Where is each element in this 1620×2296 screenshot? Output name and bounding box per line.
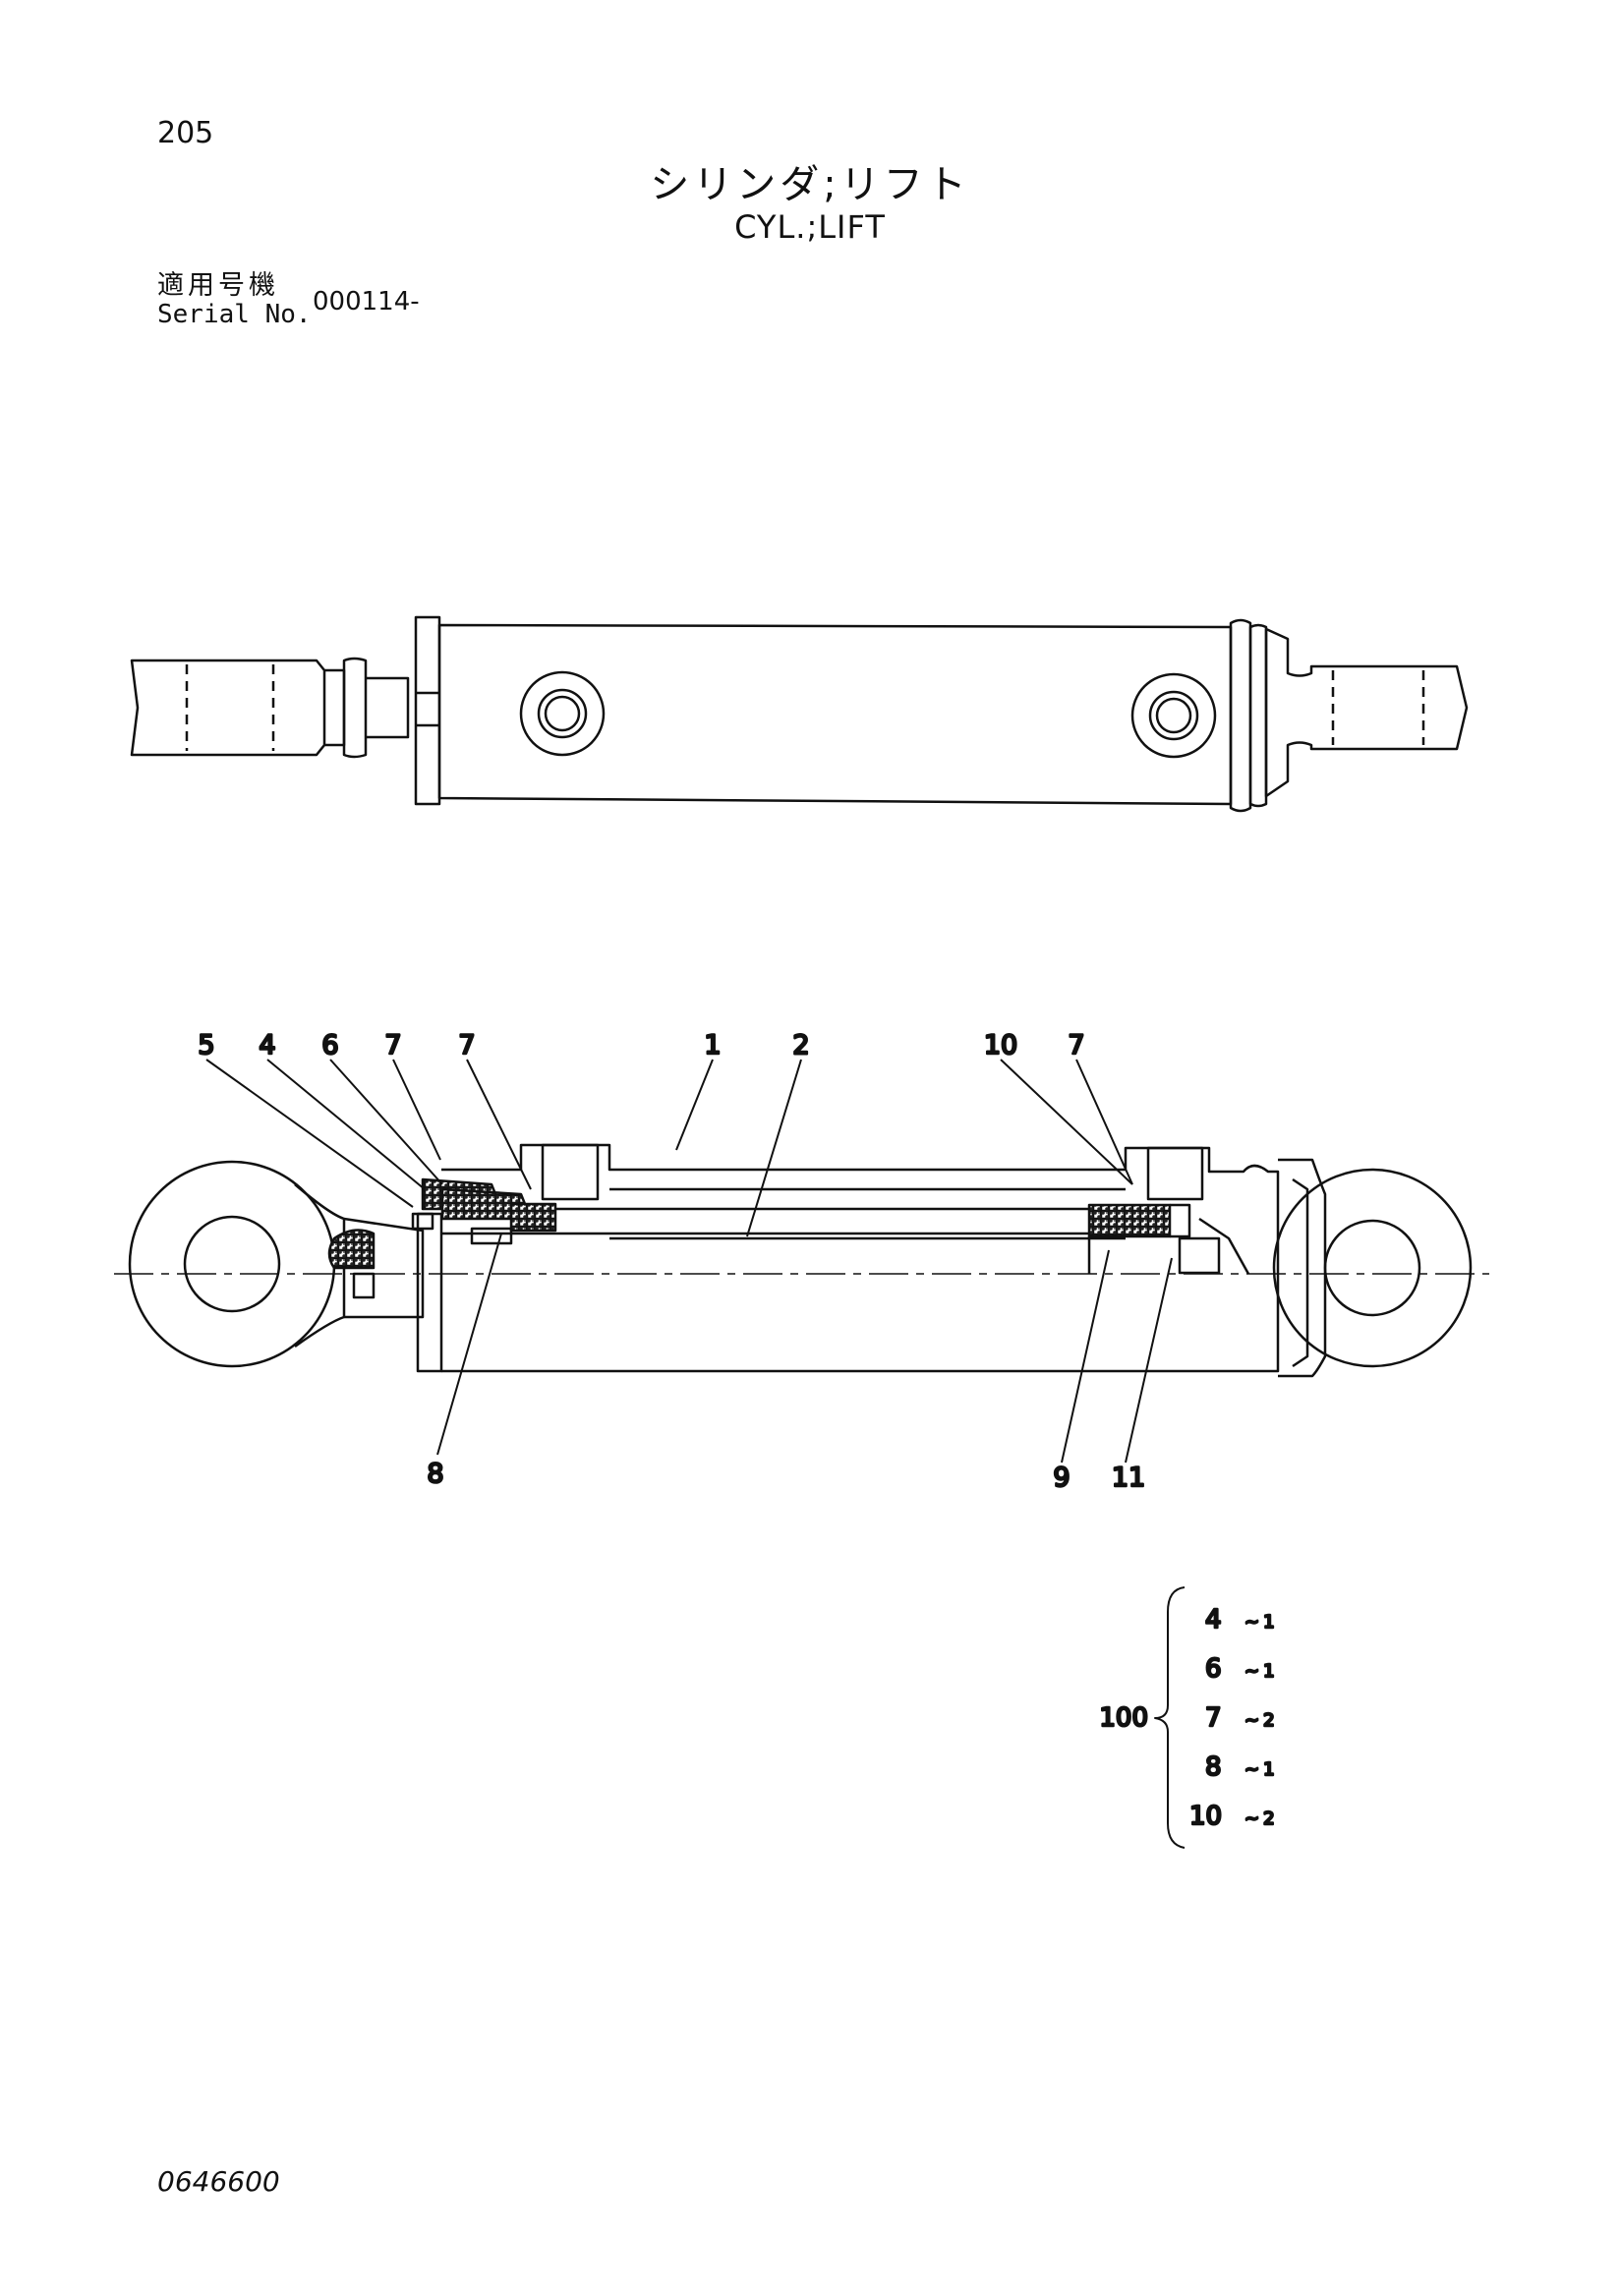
- page-number: 205: [157, 116, 214, 150]
- left-rod-end: [130, 659, 326, 757]
- leader-lines: [205, 1059, 1173, 1464]
- callout-7-right: 7: [1068, 1030, 1084, 1061]
- right-eye: [1272, 1158, 1473, 1378]
- kit-item-qty-1: ~1: [1244, 1612, 1275, 1633]
- callout-5: 6: [321, 1030, 338, 1061]
- cylinder-tube: [437, 623, 1233, 806]
- callout-9: 9: [1053, 1463, 1070, 1493]
- cylinder-section-view: [114, 1143, 1489, 1378]
- callout-8: 8: [427, 1459, 443, 1489]
- serial-label-english: Serial No.: [157, 300, 312, 329]
- kit-item-part-1: 4: [1205, 1605, 1222, 1635]
- kit-item-part-3: 7: [1205, 1703, 1222, 1733]
- kit-item-part-5: 10: [1189, 1802, 1222, 1831]
- serial-number-value: 000114-: [313, 287, 420, 316]
- port-left: [519, 670, 606, 757]
- callout-3: 4: [259, 1030, 275, 1061]
- left-eye: [128, 1160, 346, 1368]
- left-flange: [414, 615, 441, 806]
- callout-2: 2: [792, 1030, 809, 1061]
- seal-item-9: [1087, 1203, 1172, 1238]
- cylinder-external-view: [130, 615, 1469, 813]
- port-right: [1130, 672, 1217, 759]
- kit-item-qty-4: ~1: [1244, 1759, 1275, 1780]
- callout-10: 10: [984, 1030, 1017, 1061]
- callout-6: 7: [384, 1030, 401, 1061]
- kit-item-part-2: 6: [1205, 1654, 1222, 1684]
- callout-11: 11: [1112, 1463, 1145, 1493]
- serial-label-japanese: 適用号機: [157, 270, 279, 301]
- kit-item-qty-3: ~2: [1244, 1710, 1275, 1731]
- kit-bracket: 100 4 ~1 6 ~1 7 ~2 8 ~1 10 ~2: [1098, 1586, 1276, 1849]
- callout-4: 5: [198, 1030, 214, 1061]
- callout-1: 1: [704, 1030, 721, 1061]
- page-title-english: CYL.;LIFT: [734, 208, 886, 246]
- kit-number: 100: [1099, 1703, 1148, 1733]
- kit-item-qty-2: ~1: [1244, 1661, 1275, 1682]
- seal-item-6: [509, 1202, 557, 1233]
- kit-item-qty-5: ~2: [1244, 1808, 1275, 1829]
- document-code: 0646600: [157, 2165, 280, 2198]
- kit-item-part-4: 8: [1205, 1752, 1222, 1782]
- right-rod-end: [1264, 627, 1469, 798]
- callout-7-left: 7: [458, 1030, 475, 1061]
- page-title-japanese: シリンダ;リフト: [650, 162, 970, 207]
